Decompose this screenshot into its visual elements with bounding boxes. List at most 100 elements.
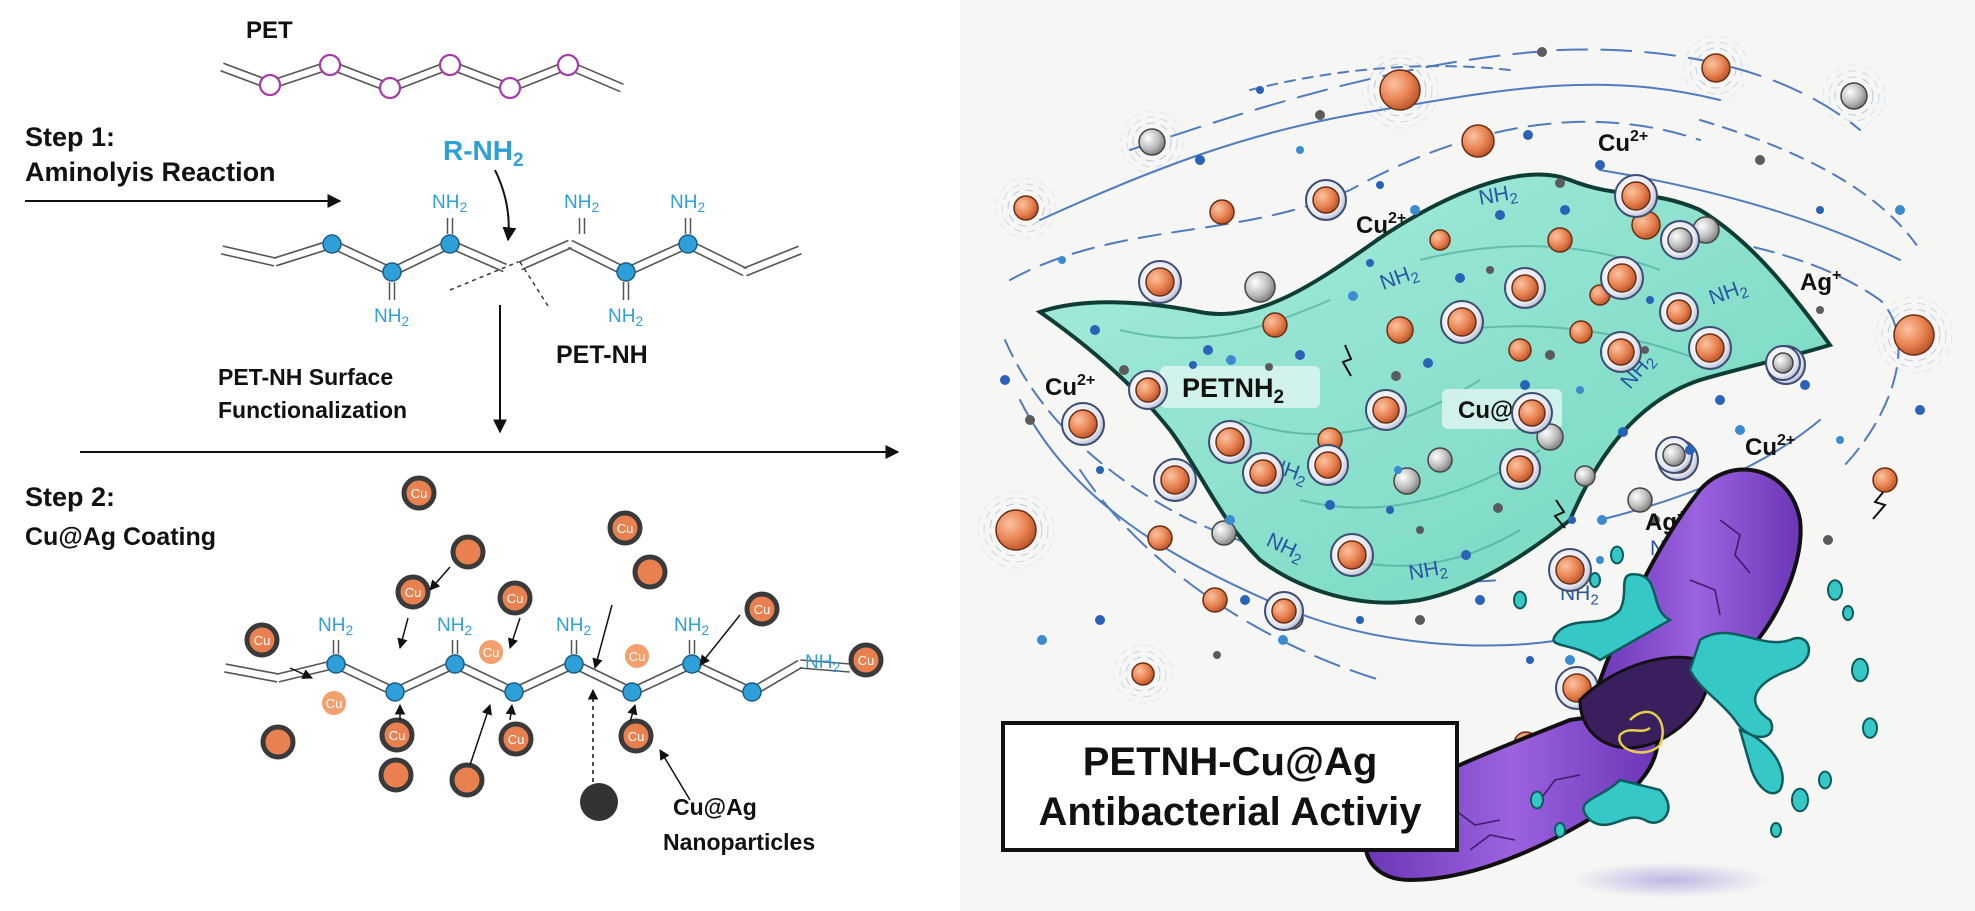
ion-dot <box>1376 181 1384 189</box>
cu-ag-nanoparticle <box>379 717 415 753</box>
ion-dot <box>1119 365 1129 375</box>
chain-bond <box>567 246 625 277</box>
cu-ion <box>1249 459 1277 487</box>
chain-bond <box>633 666 695 697</box>
film-nh2-label: NH2 <box>1407 556 1450 589</box>
cu-ion <box>1518 399 1546 427</box>
ester-node <box>498 76 522 100</box>
cu-ion <box>1547 227 1573 253</box>
chain-bond <box>275 247 334 267</box>
cu-ion <box>1607 338 1635 366</box>
amine-node <box>678 234 698 254</box>
ag-ion <box>1574 465 1596 487</box>
ag-ion <box>1662 443 1686 467</box>
ion-dot <box>1816 206 1824 214</box>
attach-arrow <box>627 703 638 723</box>
ion-dot <box>1597 515 1607 525</box>
ion-dot <box>1037 635 1047 645</box>
ag-ion <box>1211 520 1237 546</box>
cleavage-dash-left <box>449 261 519 291</box>
chain-bond <box>389 239 449 270</box>
amine-node <box>504 682 524 702</box>
ion-dot <box>1213 651 1221 659</box>
glow-ring <box>1367 57 1433 123</box>
nanoparticles-label-line1: Cu@Ag <box>673 794 757 820</box>
chain-bond <box>689 239 748 270</box>
lightning-marks <box>1341 344 1887 529</box>
ion-dot <box>1090 325 1100 335</box>
cu-ion <box>1508 338 1532 362</box>
ion-labels: Cu2+Cu2+Cu2+Cu2+Ag+Ag+ <box>1045 128 1841 536</box>
cu-ion <box>1135 377 1161 403</box>
splash-drop <box>1610 545 1624 565</box>
ester-node <box>378 76 402 100</box>
splash-drop <box>1827 579 1843 601</box>
glow-ring <box>1125 656 1161 692</box>
chain-bond <box>224 671 278 683</box>
cu-ion <box>1372 396 1400 424</box>
cu-ion-label: Cu2+ <box>1356 210 1406 239</box>
nh2-label: NH2 <box>608 306 643 329</box>
cu-label: Cu <box>508 732 525 747</box>
cu-ag-nanoparticle <box>449 762 485 798</box>
chain-bond <box>749 659 799 690</box>
ion-dot <box>1475 595 1485 605</box>
splash-drop <box>1513 590 1527 610</box>
glow-ring <box>1120 110 1184 174</box>
amine-node <box>322 234 342 254</box>
chain-bond <box>753 666 803 697</box>
ion-dot <box>1189 361 1197 369</box>
splash-drops <box>1513 545 1878 838</box>
chain-bond <box>629 659 691 690</box>
ag-ion-label: Ag+ <box>1800 267 1841 296</box>
amine-node <box>616 262 636 282</box>
cu-ion <box>1506 455 1534 483</box>
splash-drop <box>1851 657 1869 683</box>
ion-dot <box>1755 155 1765 165</box>
nh2-label: NH2 <box>432 192 467 215</box>
chain-bond <box>331 60 392 86</box>
glow-ring <box>989 503 1043 557</box>
dark-nanoparticle <box>580 783 618 821</box>
cu-ion <box>995 509 1037 551</box>
amine-node <box>564 654 584 674</box>
splash-drop <box>1589 572 1601 588</box>
ion-dot <box>1410 205 1420 215</box>
attach-arrow <box>289 667 313 679</box>
attach-arrow <box>397 617 409 650</box>
nh2-label: NH2 <box>564 192 599 215</box>
step1-title: Step 1: <box>25 122 115 152</box>
chain-bond <box>388 60 449 86</box>
surface-label-line2: Functionalization <box>218 397 407 423</box>
amine-node <box>382 262 402 282</box>
cu-ion <box>1386 316 1414 344</box>
chain-bond <box>225 663 279 675</box>
splash-drop <box>1530 790 1544 810</box>
chain-bond <box>276 659 336 675</box>
ag-ion <box>1667 227 1693 253</box>
attach-arrow <box>429 566 451 591</box>
glow-ring <box>1875 296 1953 374</box>
cu-ion <box>1337 540 1367 570</box>
ion-dot <box>1565 655 1575 665</box>
glow-ring <box>1834 76 1874 116</box>
ion-dot <box>1240 595 1250 605</box>
chain-bond <box>571 666 631 697</box>
cu-ag-nanoparticle <box>395 574 431 610</box>
amine-node <box>440 234 460 254</box>
chain-bond <box>396 666 458 697</box>
cu-ag-nanoparticle <box>848 642 884 678</box>
glow-ring <box>977 491 1055 569</box>
chain-bond <box>448 246 504 273</box>
cu-ion <box>322 691 346 715</box>
chain-bond <box>452 666 513 697</box>
ion-dot <box>1225 515 1235 525</box>
ion-dot <box>1715 395 1725 405</box>
ion-dot <box>1416 526 1424 534</box>
chain-bond <box>451 239 507 266</box>
cu-ion <box>1215 427 1245 457</box>
attach-arrow <box>508 617 521 649</box>
cu-ion <box>1511 274 1539 302</box>
